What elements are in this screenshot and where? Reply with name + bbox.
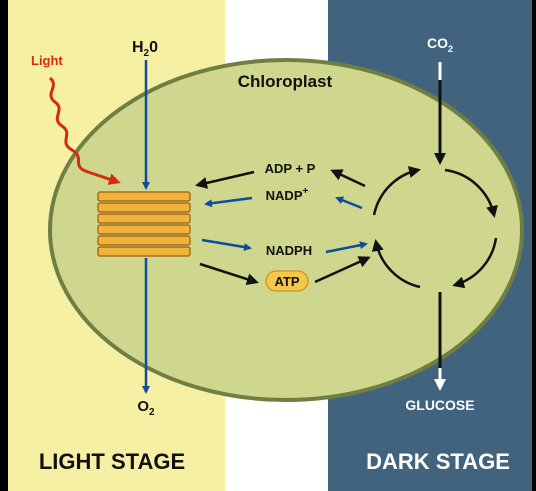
- adp-arrow-out: [195, 170, 255, 189]
- chloroplast-title: Chloroplast: [238, 72, 333, 91]
- atp-arrow-in: [199, 262, 259, 285]
- nadph-arrow-out: [325, 241, 368, 254]
- adp-label: ADP + P: [265, 161, 316, 176]
- oxygen-label: O2: [137, 398, 155, 418]
- glucose-label: GLUCOSE: [405, 397, 474, 413]
- adp-arrow-in: [330, 169, 366, 188]
- nadp-arrow-out: [204, 196, 253, 208]
- nadph-label: NADPH: [266, 243, 312, 258]
- light-label: Light: [31, 53, 63, 68]
- co2-label: CO2: [427, 35, 453, 54]
- nadph-arrow-in: [201, 238, 252, 251]
- nadp-arrow-in: [335, 196, 363, 210]
- chloroplast: [48, 58, 524, 402]
- dark-stage-label: DARK STAGE: [366, 449, 510, 474]
- light-arrow: [48, 76, 121, 185]
- atp-label: ATP: [274, 274, 299, 289]
- atp-arrow-out: [314, 256, 371, 284]
- water-label: H20: [132, 39, 158, 59]
- nadp-label: NADP+: [266, 186, 309, 203]
- thylakoid-stack: [97, 191, 191, 257]
- atp-badge: [265, 270, 309, 292]
- calvin-cycle: [371, 166, 498, 289]
- light-stage-label: LIGHT STAGE: [39, 449, 185, 474]
